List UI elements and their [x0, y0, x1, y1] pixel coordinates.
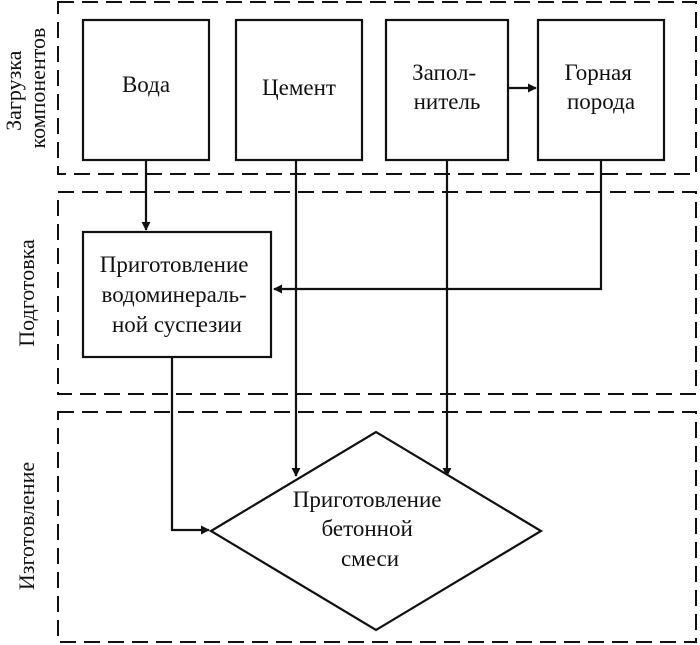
arrow-rock-to-suspension	[273, 160, 603, 294]
arrow-suspension-to-concrete	[170, 357, 210, 535]
node-concrete-mix	[208, 430, 544, 632]
node-suspension	[81, 230, 273, 359]
node-rock	[536, 18, 666, 162]
preparation-zone-frame	[57, 191, 697, 395]
node-filler-label: Запол- нитель	[412, 60, 482, 114]
node-cement	[234, 18, 364, 162]
zone-label-loading: Загрузка компонентов	[1, 28, 50, 149]
node-cement-label: Цемент	[262, 75, 336, 100]
node-water	[81, 18, 211, 162]
node-suspension-label: Приготовление водоминераль- ной суспезии	[100, 252, 255, 337]
node-water-label: Вода	[122, 72, 170, 97]
zone-label-preparation: Подготовка	[14, 239, 39, 347]
node-concrete-mix-label: Приготовление бетонной смеси	[293, 487, 448, 571]
node-filler	[384, 18, 510, 162]
node-rock-label: Горная порода	[564, 60, 637, 114]
zone-label-production: Изготовление	[14, 462, 39, 590]
loading-zone-frame	[57, 1, 697, 175]
production-zone-frame	[57, 411, 697, 643]
